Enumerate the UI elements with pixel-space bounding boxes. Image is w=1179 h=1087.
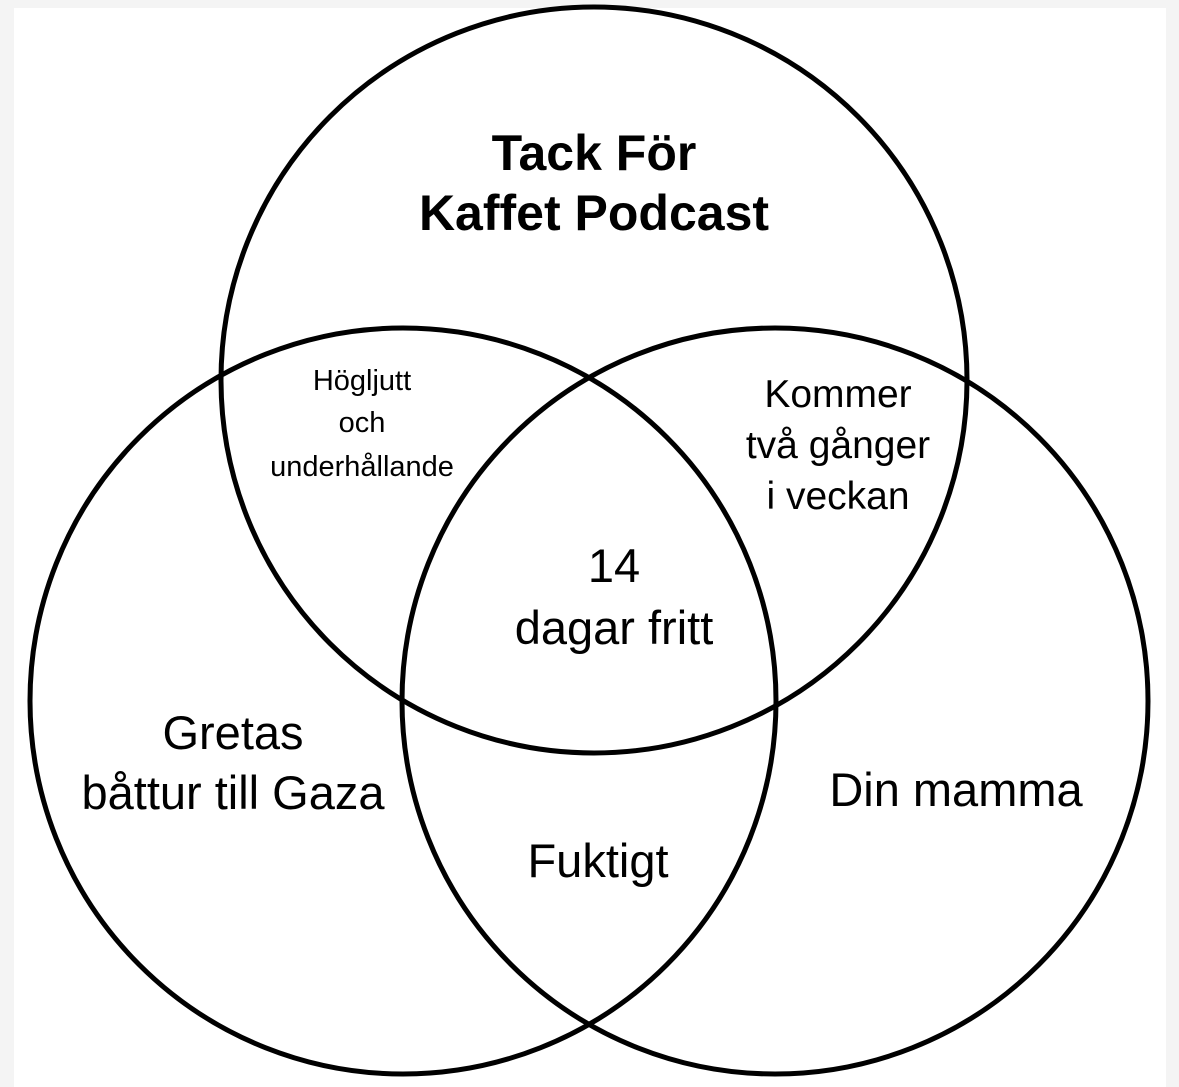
label-center-line-2: dagar fritt xyxy=(515,601,714,654)
label-left-set: Gretas båttur till Gaza xyxy=(81,706,385,819)
label-top-right-line-3: i veckan xyxy=(766,475,909,518)
label-left-right-intersection: Fuktigt xyxy=(527,834,668,887)
label-top-line-2: Kaffet Podcast xyxy=(419,185,769,241)
circle-left-gretas-battur xyxy=(27,325,779,1077)
label-top-right-line-1: Kommer xyxy=(764,373,911,416)
label-top-set: Tack För Kaffet Podcast xyxy=(419,125,769,241)
circle-right-din-mamma xyxy=(399,325,1151,1077)
label-top-left-intersection: Högljutt och underhållande xyxy=(270,365,454,483)
label-left-line-1: Gretas xyxy=(162,706,303,759)
diagram-background xyxy=(14,8,1166,1087)
label-left-line-2: båttur till Gaza xyxy=(81,766,385,819)
label-top-left-line-3: underhållande xyxy=(270,451,454,483)
label-top-left-line-2: och xyxy=(339,407,386,439)
label-center-intersection: 14 dagar fritt xyxy=(515,539,714,654)
label-top-right-line-2: två gånger xyxy=(746,424,930,467)
label-right-set: Din mamma xyxy=(829,763,1083,816)
label-top-line-1: Tack För xyxy=(492,125,697,181)
label-center-line-1: 14 xyxy=(588,539,640,592)
label-top-left-line-1: Högljutt xyxy=(313,365,411,397)
label-top-right-intersection: Kommer två gånger i veckan xyxy=(746,373,930,518)
